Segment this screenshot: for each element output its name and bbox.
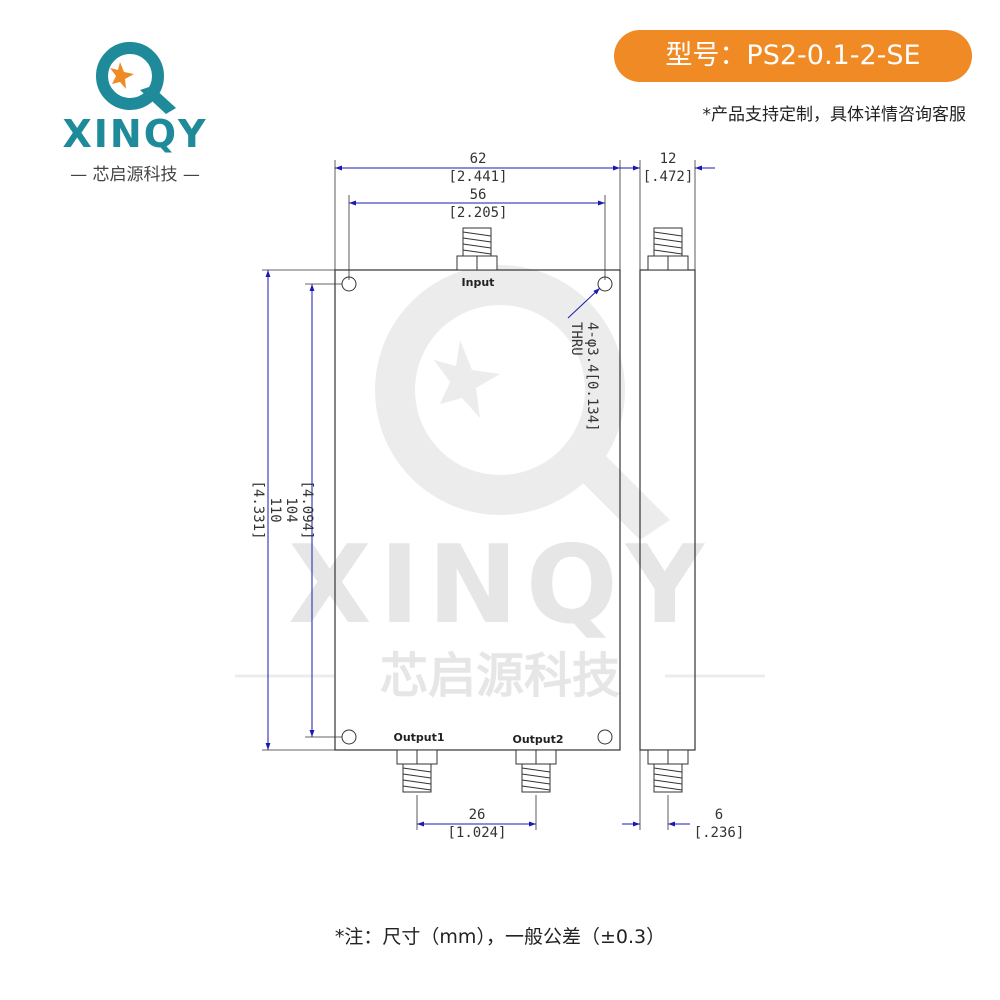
input-port-label: Input bbox=[462, 276, 495, 289]
watermark-chinese: 芯启源科技 bbox=[380, 648, 620, 704]
dim-width-outer-in: [2.441] bbox=[448, 169, 507, 185]
mount-hole-br bbox=[597, 729, 613, 745]
mount-hole-bl bbox=[341, 729, 357, 745]
dim-height-outer: 110 bbox=[267, 497, 283, 522]
dim-height-inner: 104 bbox=[283, 497, 299, 522]
customization-notice: *产品支持定制，具体详情咨询客服 bbox=[702, 105, 967, 125]
dim-width-inner: 56 bbox=[470, 187, 487, 203]
watermark-brand: XINQY bbox=[288, 523, 712, 648]
logo-wordmark: XINQY bbox=[62, 112, 208, 156]
dim-thickness-in: [.472] bbox=[643, 169, 694, 185]
dim-port-spacing-in: [1.024] bbox=[447, 825, 506, 841]
dim-height-outer-in: [4.331] bbox=[250, 480, 266, 539]
dim-port-spacing: 26 bbox=[469, 807, 486, 823]
dim-side-offset: 6 bbox=[715, 807, 723, 823]
input-connector bbox=[456, 227, 498, 271]
dim-height-inner-in: [4.094] bbox=[299, 480, 315, 539]
output2-connector bbox=[515, 749, 557, 793]
dim-side-offset-in: [.236] bbox=[694, 825, 745, 841]
logo-chinese-name: — 芯启源科技 — bbox=[70, 165, 200, 185]
dim-width-outer: 62 bbox=[470, 151, 487, 167]
output2-port-label: Output2 bbox=[512, 733, 563, 746]
tolerance-note: *注：尺寸（mm），一般公差（±0.3） bbox=[334, 926, 666, 948]
watermark-q-icon bbox=[375, 265, 625, 515]
output1-port-label: Output1 bbox=[393, 731, 444, 744]
model-badge: 型号：PS2-0.1-2-SE bbox=[614, 30, 972, 82]
dim-thickness: 12 bbox=[660, 151, 677, 167]
hole-note: 4-φ3.4[0.134] bbox=[584, 322, 600, 432]
dim-width-inner-in: [2.205] bbox=[448, 205, 507, 221]
side-bottom-connector bbox=[647, 749, 689, 793]
side-top-connector bbox=[647, 227, 689, 271]
output1-connector bbox=[396, 749, 438, 793]
logo-q-icon bbox=[96, 42, 176, 114]
hole-note-thru: THRU bbox=[568, 322, 584, 356]
watermark: XINQY 芯启源科技 bbox=[235, 265, 765, 704]
dimension-lines bbox=[265, 165, 715, 827]
brand-logo: XINQY — 芯启源科技 — bbox=[20, 18, 220, 185]
